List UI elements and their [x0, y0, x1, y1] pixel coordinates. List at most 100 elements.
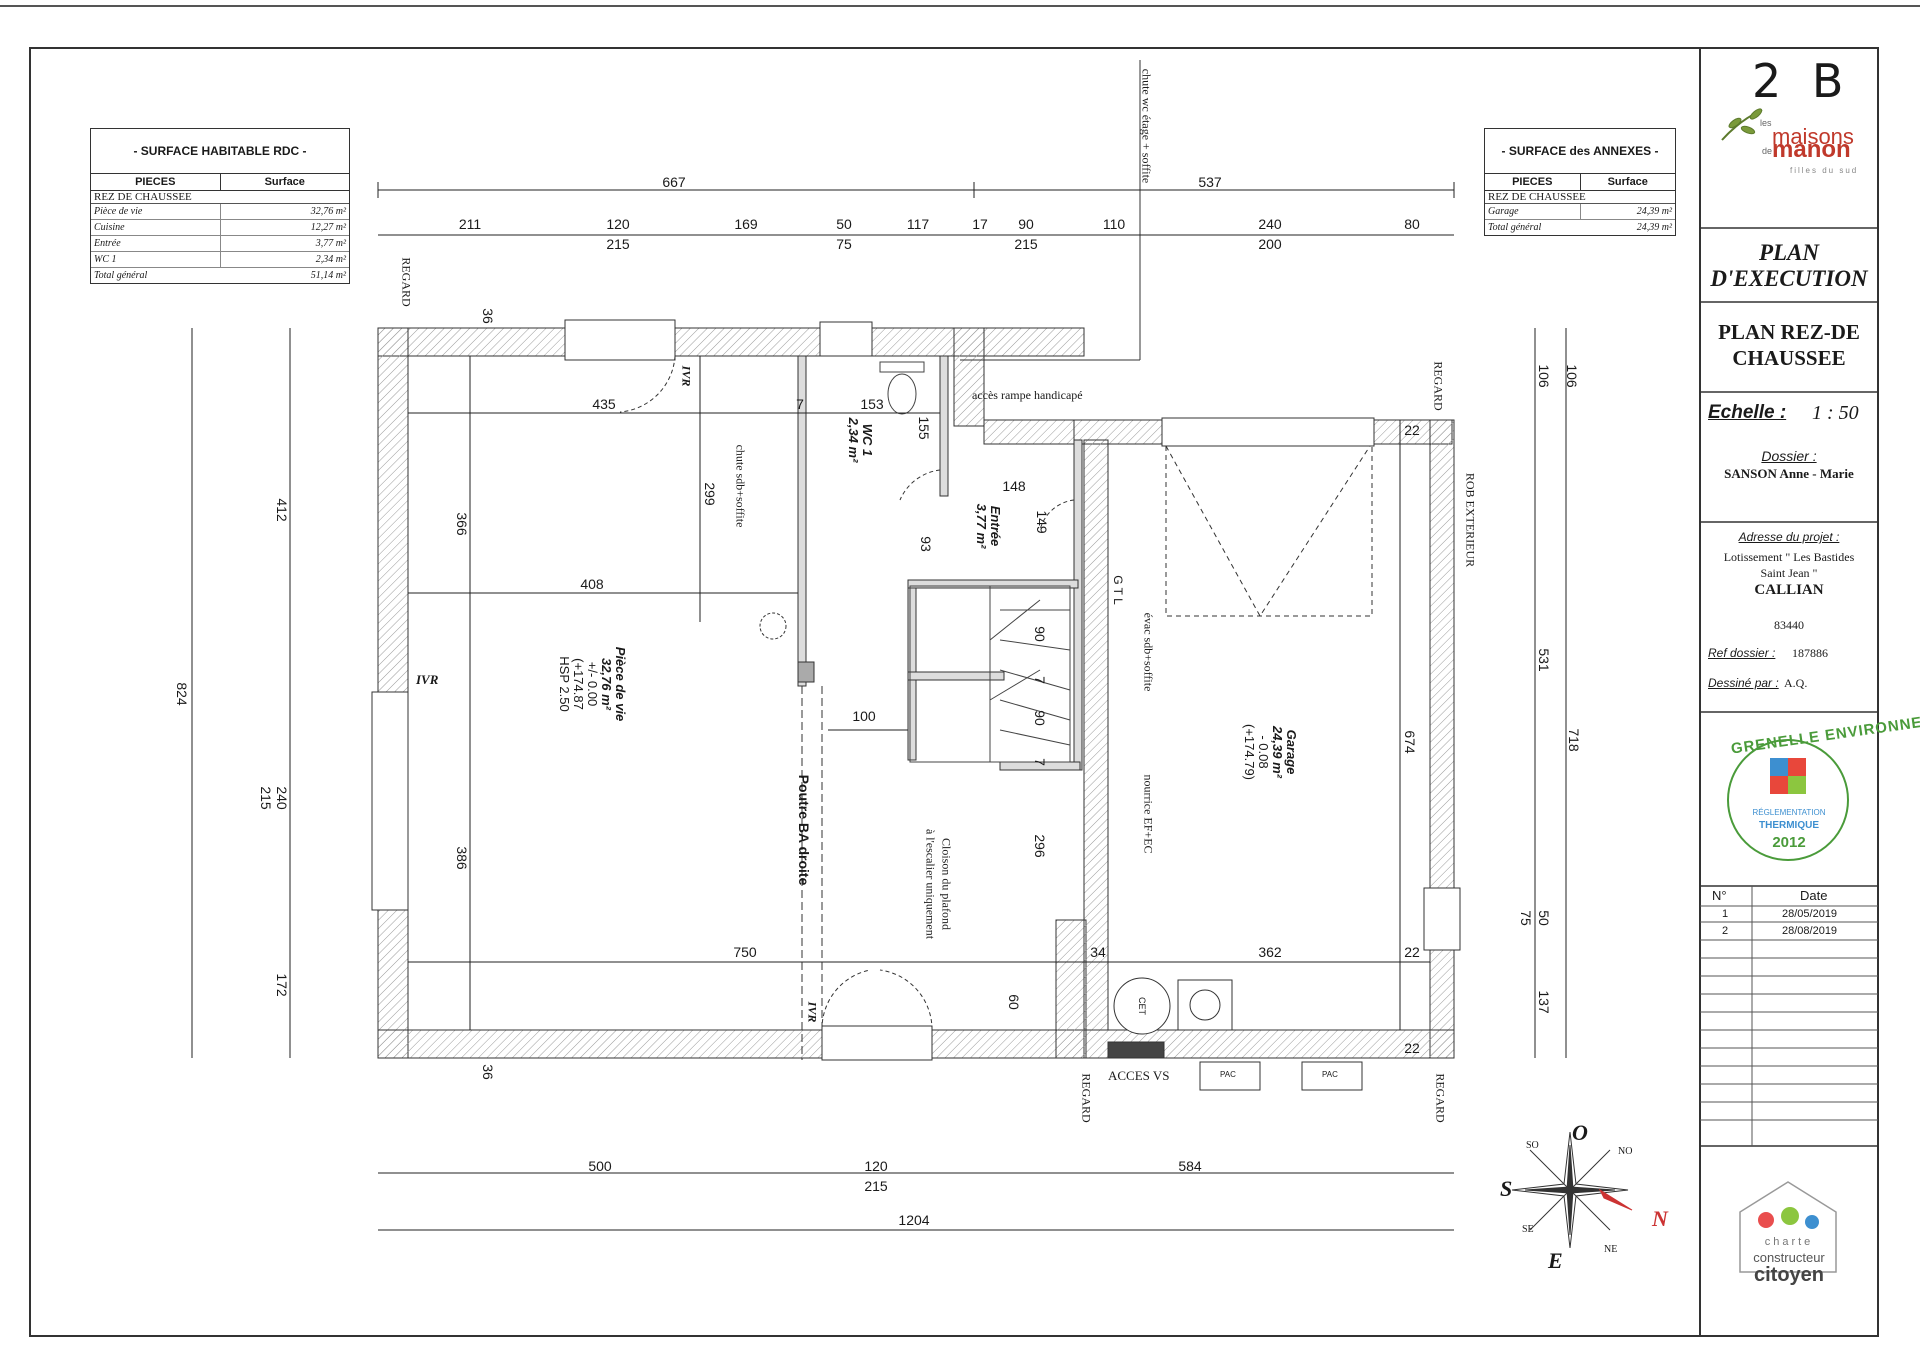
dim-interior: 22 — [1404, 422, 1420, 438]
note-chute-sdb: chute sdb+soffite — [733, 444, 748, 528]
dim-right: 531 — [1536, 648, 1552, 672]
table-surface-habitable: - SURFACE HABITABLE RDC - PIECES Surface… — [90, 128, 350, 284]
sheet-id: 2 B — [1752, 54, 1852, 108]
grenelle-l2: THERMIQUE — [1759, 820, 1819, 831]
dim-right: 106 — [1564, 364, 1580, 388]
address-label: Adresse du projet : — [1738, 530, 1840, 544]
openings — [371, 319, 1461, 1061]
note-pac-1: PAC — [1220, 1070, 1236, 1079]
col-pieces: PIECES — [91, 174, 221, 190]
dim-left: 412 — [274, 498, 290, 522]
dim-top: 50 — [836, 216, 852, 232]
dimension-lines — [191, 182, 1567, 1231]
revision-grid — [1700, 886, 1878, 1146]
dim-interior: 34 — [1090, 944, 1106, 960]
dim-top-right-total: 537 — [1198, 174, 1222, 190]
door-swings — [619, 355, 1075, 1031]
charte-logo — [1739, 1181, 1837, 1273]
dim-interior: 22 — [1404, 944, 1420, 960]
revision-row-no: 1 — [1722, 908, 1729, 920]
brand-olive-icon — [1721, 108, 1763, 141]
compass-o: O — [1572, 1120, 1588, 1145]
dim-interior: 7 — [1032, 758, 1048, 766]
note-rob: ROB EXTERIEUR — [1463, 472, 1478, 568]
dim-interior: 93 — [918, 536, 934, 552]
pac-unit-1 — [1199, 1061, 1261, 1091]
note-chute-wc: chute wc étage + soffite — [1139, 68, 1154, 184]
drawn-label: Dessiné par : — [1708, 676, 1779, 690]
compass-rose — [1511, 1131, 1633, 1249]
col-surface: Surface — [1607, 176, 1648, 188]
note-regard-1: REGARD — [399, 257, 414, 307]
brand-line3: de — [1762, 146, 1773, 156]
dim-right: 106 — [1536, 364, 1552, 388]
dim-interior: 408 — [580, 576, 604, 592]
dim-right-outer: 718 — [1566, 728, 1582, 752]
dim-interior: 155 — [916, 416, 932, 440]
dossier-label: Dossier : — [1761, 448, 1817, 464]
ref-label: Ref dossier : — [1708, 646, 1776, 660]
dim-bottom: 120 — [864, 1158, 888, 1174]
wc-fixture — [879, 361, 925, 415]
dim-interior: 299 — [702, 482, 718, 506]
dim-top: 240 — [1258, 216, 1282, 232]
dim-bottom-sub: 215 — [864, 1178, 888, 1194]
revision-row-no: 2 — [1722, 925, 1729, 937]
dim-top-sub: 200 — [1258, 236, 1282, 252]
note-poutre: Poutre BA droite — [796, 774, 812, 886]
dim-top-sub: 215 — [606, 236, 630, 252]
dim-top: 90 — [1018, 216, 1034, 232]
compass-se: SE — [1522, 1224, 1534, 1235]
dim-bottom: 500 — [588, 1158, 612, 1174]
table-section: REZ DE CHAUSSEE — [1485, 191, 1675, 204]
brand-line1: les — [1760, 118, 1772, 128]
compass-s: S — [1500, 1176, 1513, 1201]
table-header: PIECES Surface — [91, 174, 349, 191]
dim-interior: 296 — [1032, 834, 1048, 858]
dim-top: 110 — [1102, 216, 1126, 232]
washer — [1177, 979, 1233, 1031]
table-surface-annexes: - SURFACE des ANNEXES - PIECES Surface R… — [1484, 128, 1676, 236]
table-title: - SURFACE HABITABLE RDC - — [91, 129, 349, 174]
note-evac: évac sdb+soffite — [1141, 612, 1156, 692]
dim-left: 172 — [274, 973, 290, 997]
dim-interior: 90 — [1032, 626, 1048, 642]
note-ivr-2: IVR — [679, 365, 694, 387]
dim-interior: 60 — [1006, 994, 1022, 1010]
scale-value: 1 : 50 — [1812, 402, 1859, 424]
brand-line2: maisons — [1772, 124, 1854, 149]
dim-interior: 750 — [733, 944, 757, 960]
note-acces-rampe: accès rampe handicapé — [972, 388, 1083, 402]
compass-n: N — [1652, 1206, 1668, 1231]
dim-interior: 90 — [1032, 710, 1048, 726]
sheet-border — [29, 47, 1879, 1337]
plan-type-l1: PLAN — [1758, 240, 1820, 265]
address-postcode: 83440 — [1774, 618, 1804, 632]
dim-interior: 435 — [592, 396, 616, 412]
revision-row-date: 28/08/2019 — [1782, 925, 1838, 937]
dim-right: 50 — [1536, 910, 1552, 926]
dim-top-sub: 75 — [836, 236, 852, 252]
revision-row-date: 28/05/2019 — [1782, 908, 1838, 920]
dim-top: 120 — [606, 216, 630, 232]
col-surface: Surface — [264, 176, 305, 188]
scale-label: Echelle : — [1708, 402, 1787, 423]
note-regard-2: REGARD — [1431, 361, 1446, 411]
dim-interior: 36 — [480, 308, 496, 324]
dim-interior: 148 — [1002, 478, 1026, 494]
dossier-value: SANSON Anne - Marie — [1724, 466, 1854, 481]
dim-interior: 362 — [1258, 944, 1282, 960]
dim-top: 17 — [972, 216, 988, 232]
dim-left: 240 — [274, 786, 290, 810]
note-regard-4: REGARD — [1433, 1073, 1448, 1123]
